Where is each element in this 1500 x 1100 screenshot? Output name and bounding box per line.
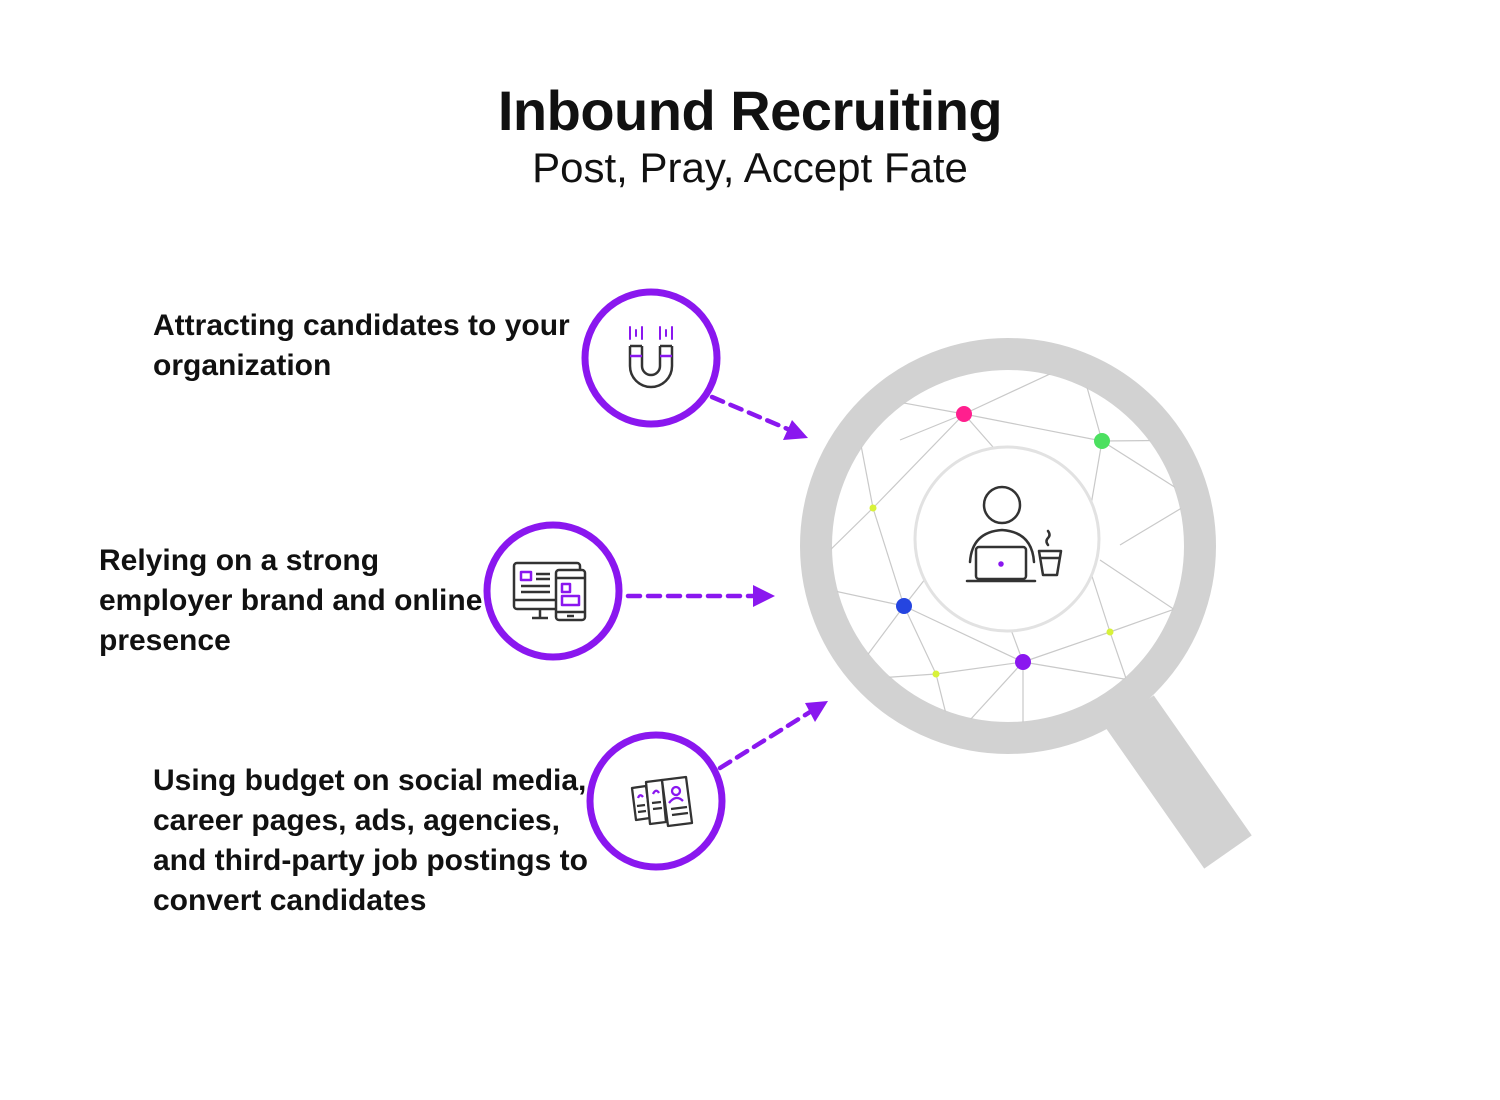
desktop-mobile-icon	[512, 561, 587, 622]
network-graph	[831, 369, 1185, 723]
magnifying-glass-icon	[800, 338, 1252, 869]
item-attracting-circle	[581, 288, 721, 428]
node-blue	[896, 598, 912, 614]
node-yellow	[1106, 628, 1114, 636]
node-green	[1094, 433, 1110, 449]
item-employer-brand-circle	[483, 521, 623, 661]
page-title: Inbound Recruiting	[497, 79, 1003, 142]
item-employer-brand-text: Relying on a strong employer brand and o…	[99, 544, 483, 657]
arrow-1	[709, 394, 808, 440]
item-budget-text: Using budget on social media, career pag…	[153, 764, 588, 917]
node-purple	[1015, 654, 1031, 670]
node-yellow	[932, 670, 940, 678]
magnet-icon	[628, 326, 674, 389]
arrow-3	[717, 701, 828, 771]
arrow-2	[625, 585, 775, 607]
node-pink	[956, 406, 972, 422]
node-yellow	[869, 504, 877, 512]
person-laptop-coffee-icon	[965, 485, 1063, 583]
resumes-icon	[630, 775, 694, 828]
item-attracting-text: Attracting candidates to your organizati…	[153, 309, 570, 382]
page-subtitle: Post, Pray, Accept Fate	[532, 144, 968, 191]
